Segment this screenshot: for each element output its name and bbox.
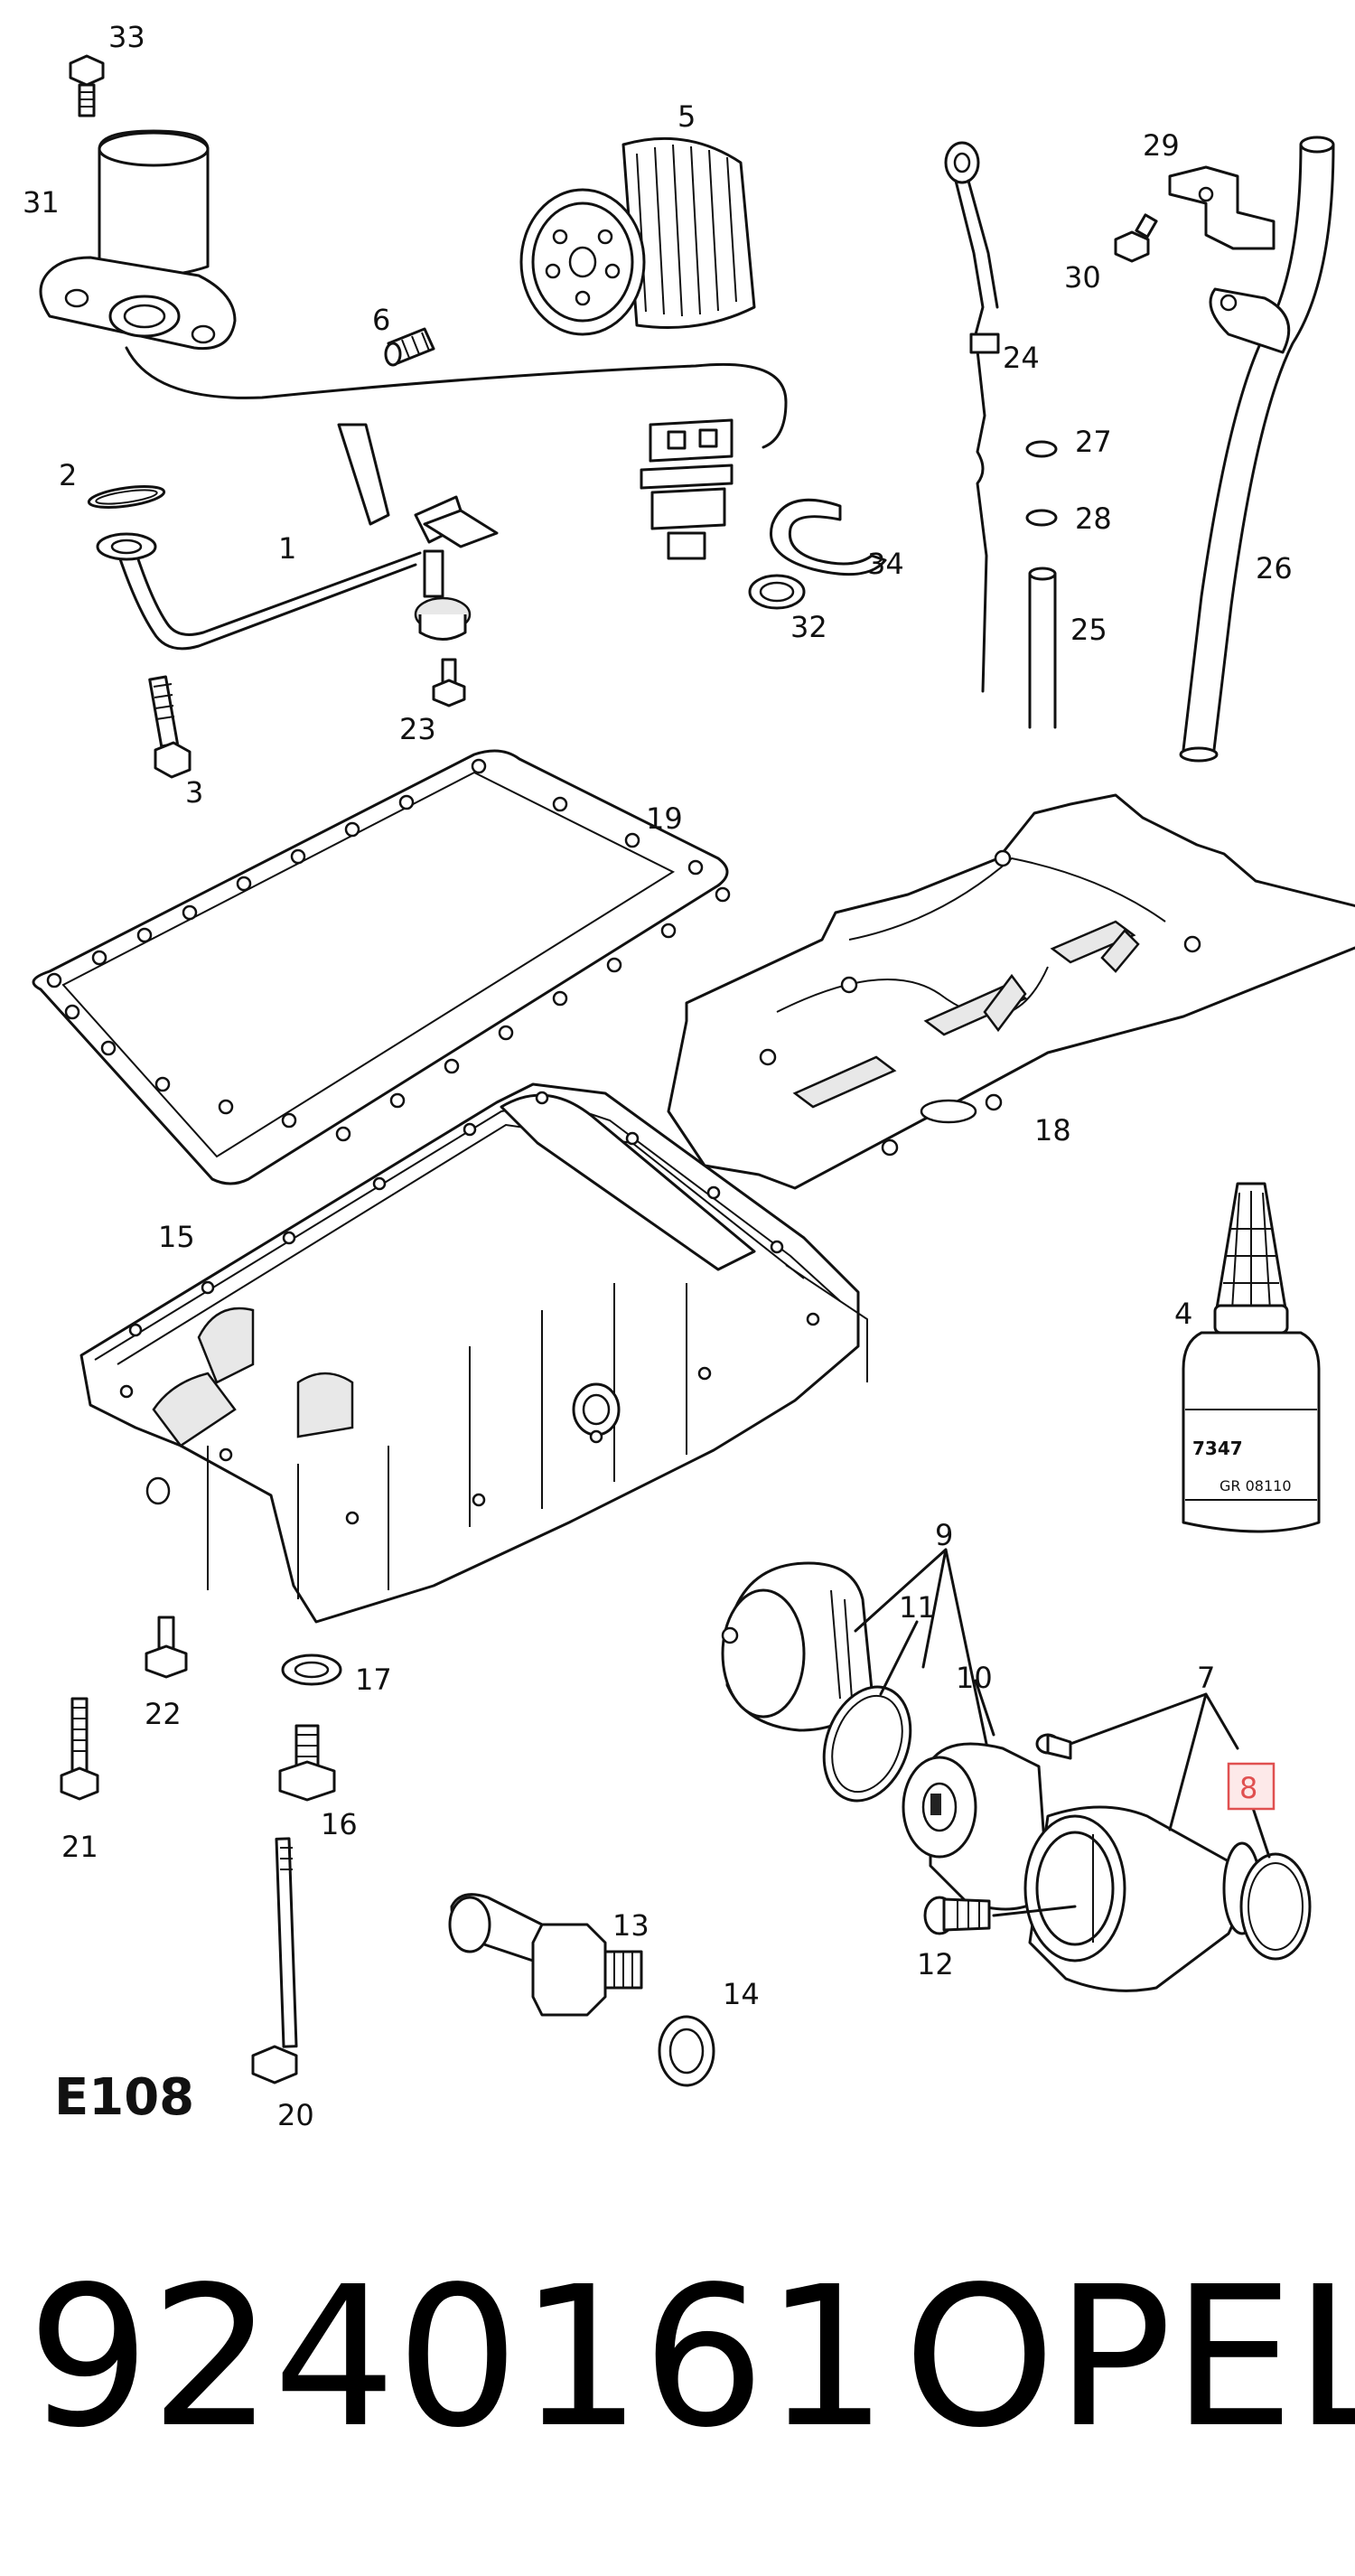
callout-5: 5 (678, 99, 696, 134)
callout-6: 6 (372, 303, 390, 337)
callout-4: 4 (1174, 1297, 1192, 1331)
dipstick-24-drawing (944, 141, 1000, 693)
callout-33: 33 (108, 20, 145, 54)
callout-19: 19 (646, 801, 683, 836)
oil-level-sensor-31-drawing (39, 129, 788, 449)
oring-11-inner (831, 1694, 903, 1794)
diagram-code: E108 (54, 2068, 194, 2127)
pressure-switch-13-drawing (448, 1893, 643, 2017)
callout-27: 27 (1075, 425, 1112, 459)
callout-8: 8 (1239, 1771, 1257, 1805)
bolt-23-drawing (432, 658, 466, 707)
bolt-3-drawing (148, 675, 192, 779)
callout-15: 15 (158, 1220, 195, 1254)
callout-18: 18 (1034, 1113, 1071, 1147)
bolt-33-drawing (69, 54, 105, 117)
oil-pan-15-drawing (79, 1082, 868, 1624)
baffle-18-drawing (667, 793, 1355, 1190)
bottle-label-line2: GR 08110 (1220, 1477, 1292, 1494)
callout-28: 28 (1075, 501, 1112, 536)
connector-4a-drawing (640, 418, 734, 560)
callout-17: 17 (355, 1663, 392, 1697)
screw-12-drawing (923, 1896, 991, 1935)
oring-27-drawing (1025, 440, 1058, 458)
callout-30: 30 (1064, 260, 1101, 295)
bolt-20-drawing (251, 1837, 298, 2084)
filter-element-10-drawing (902, 1742, 1050, 1911)
callout-12: 12 (917, 1947, 954, 1981)
callout-3: 3 (185, 775, 203, 810)
callout-2: 2 (59, 458, 77, 492)
oil-filter-5-drawing (519, 136, 756, 336)
callout-21: 21 (61, 1830, 98, 1864)
callout-22: 22 (145, 1697, 182, 1731)
sealant-bottle-4-drawing: 7347 GR 08110 (1182, 1182, 1321, 1533)
oring-8-drawing (1239, 1852, 1312, 1961)
clip-34-drawing (770, 498, 887, 576)
callout-9: 9 (935, 1518, 953, 1552)
callout-29: 29 (1143, 128, 1180, 163)
callout-20: 20 (277, 2098, 314, 2132)
tube-25-drawing (1028, 567, 1057, 729)
callout-32: 32 (790, 610, 827, 644)
guide-tube-26-drawing (1179, 136, 1335, 763)
washer-32-drawing (748, 574, 806, 610)
bolt-22-drawing (145, 1616, 188, 1679)
callout-25: 25 (1070, 613, 1107, 647)
callout-34: 34 (867, 547, 904, 581)
oring-2-drawing (87, 485, 166, 509)
callout-11: 11 (899, 1590, 936, 1625)
callout-23: 23 (399, 712, 436, 746)
oring-2-inner (95, 489, 158, 505)
washer-14-drawing (658, 2015, 715, 2087)
callout-1: 1 (278, 531, 296, 566)
bolt-21-drawing (60, 1697, 99, 1801)
leader-lines (854, 1548, 1271, 1917)
filter-cap-9-drawing (721, 1561, 874, 1732)
bracket-29-hole (1198, 186, 1214, 202)
housing-7-drawing (1023, 1805, 1262, 1992)
plug-7-drawing (1035, 1733, 1072, 1760)
callout-labels: 33 31 5 6 2 1 3 23 34 32 24 27 28 25 29 … (23, 20, 1293, 2132)
washer-17-drawing (281, 1653, 342, 1686)
callout-24: 24 (1003, 341, 1040, 375)
callout-31: 31 (23, 185, 60, 220)
callout-8-highlight-box (1227, 1762, 1276, 1811)
bottle-label-line1: 7347 (1192, 1438, 1243, 1459)
callout-10: 10 (956, 1661, 993, 1695)
callout-7: 7 (1197, 1661, 1215, 1695)
brand-name: OPEL (903, 2245, 1355, 2470)
callout-16: 16 (321, 1807, 358, 1841)
drain-plug-16-drawing (278, 1724, 336, 1802)
gasket-19-drawing (32, 749, 731, 1185)
part-number: 9240161 (27, 2245, 889, 2470)
suction-pipe-1-drawing (96, 423, 499, 651)
sleeve-6-drawing (384, 327, 435, 367)
bolt-30-drawing (1114, 213, 1158, 263)
oring-28-drawing (1025, 509, 1058, 527)
callout-14: 14 (723, 1977, 760, 2011)
callout-26: 26 (1256, 551, 1293, 585)
bracket-29-drawing (1168, 165, 1276, 250)
callout-13: 13 (612, 1908, 649, 1943)
